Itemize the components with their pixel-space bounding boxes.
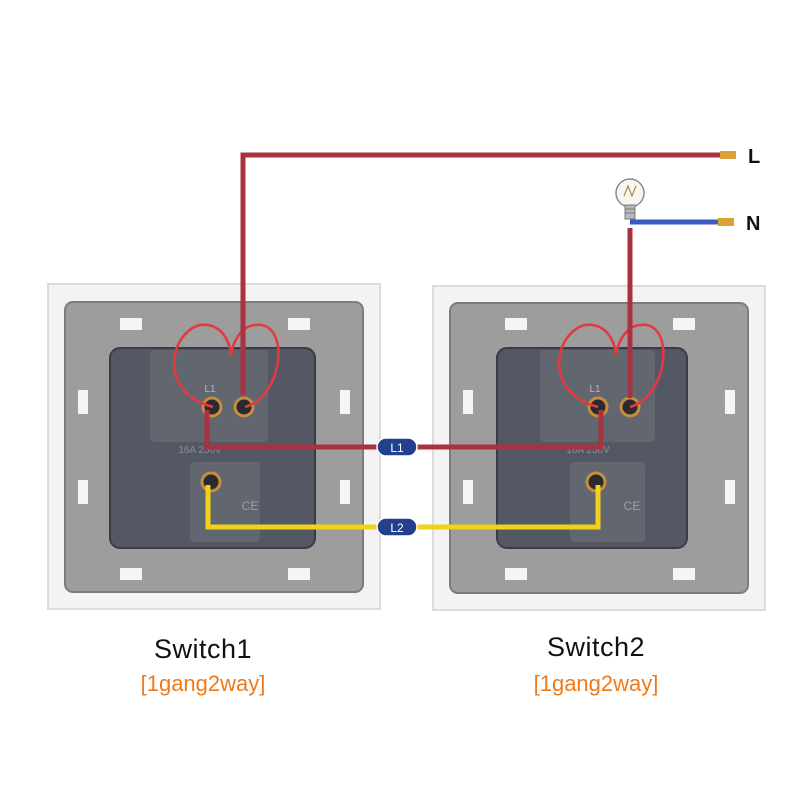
- frame-slot: [463, 480, 473, 504]
- frame-slot: [288, 318, 310, 330]
- switch2-ce-mark: CE: [624, 499, 641, 513]
- switch1-l1-screw: [233, 396, 255, 418]
- switch2-rating: 16A 250V: [566, 445, 610, 456]
- switch2-subtitle: [1gang2way]: [533, 671, 659, 696]
- frame-slot: [505, 568, 527, 580]
- switch2-jumper-wire: [557, 323, 665, 409]
- switch1-caption: Switch1 [1gang2way]: [53, 634, 353, 697]
- traveler-l2-badge: L2: [376, 517, 418, 537]
- frame-slot: [340, 480, 350, 504]
- switch2-terminal-label: L1: [589, 384, 601, 395]
- switch2-terminal-block: [540, 350, 655, 442]
- switch1-title: Switch1: [153, 634, 253, 664]
- frame-slot: [673, 568, 695, 580]
- switch1-subtitle: [1gang2way]: [140, 671, 266, 696]
- frame-slot: [78, 480, 88, 504]
- live-supply-wire: [240, 152, 724, 395]
- frame-slot: [673, 318, 695, 330]
- neutral-terminal-label: N: [746, 213, 760, 235]
- switch1-terminal-block: [150, 350, 268, 442]
- frame-slot: [725, 480, 735, 504]
- switch1-rating: 16A 250V: [178, 445, 222, 456]
- switch1-ce-mark: CE: [242, 499, 259, 513]
- neutral-wire-tip: [718, 218, 734, 226]
- switch1-terminal-label: L1: [204, 384, 216, 395]
- frame-slot: [463, 390, 473, 414]
- line-terminal-label: L: [748, 146, 760, 168]
- frame-slot: [505, 318, 527, 330]
- frame-slot: [120, 318, 142, 330]
- frame-slot: [78, 390, 88, 414]
- light-bulb-icon: [615, 178, 645, 220]
- frame-slot: [725, 390, 735, 414]
- frame-slot: [288, 568, 310, 580]
- traveler-l2-label: L2: [390, 521, 404, 535]
- traveler-l1-label: L1: [390, 441, 404, 455]
- switch1-jumper-wire: [172, 323, 280, 409]
- switch1-l2-screw: [200, 471, 222, 493]
- live-wire-tip: [720, 151, 736, 159]
- frame-slot: [340, 390, 350, 414]
- switch2-caption: Switch2 [1gang2way]: [446, 632, 746, 697]
- switch2-title: Switch2: [546, 632, 646, 662]
- traveler-l1-badge: L1: [376, 437, 418, 457]
- frame-slot: [120, 568, 142, 580]
